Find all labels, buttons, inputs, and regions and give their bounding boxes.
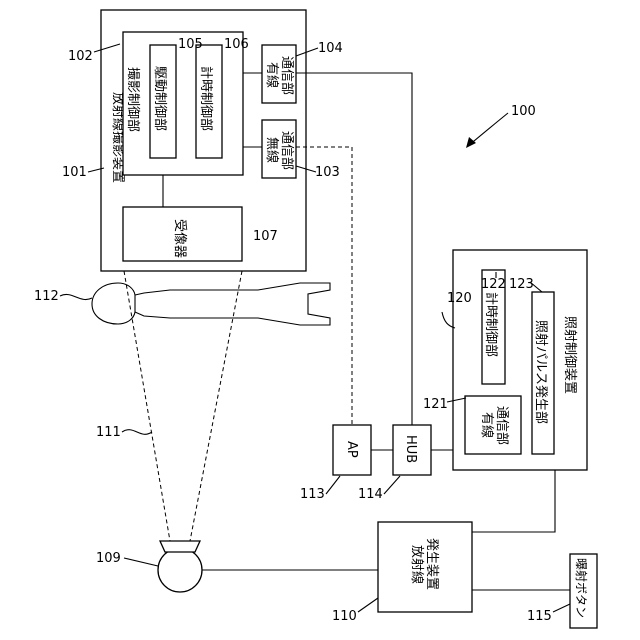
controller-wired-label-1: 有線 (479, 412, 495, 438)
exposure-button-label: 曝射ボタン (574, 558, 589, 618)
irradiation-controller-label: 照射制御装置 (562, 316, 578, 394)
wired-link-apparatus-hub (296, 73, 412, 425)
ref-103: 103 (315, 165, 340, 180)
xray-tube (158, 541, 202, 592)
timer-control-label: 計時制御部 (198, 66, 214, 131)
ref-122: 122 (481, 277, 506, 292)
ref-105: 105 (178, 37, 203, 52)
wired-comm-label-1: 有線 (264, 62, 280, 88)
system-ref-arrowhead (466, 137, 476, 148)
ref-115: 115 (527, 609, 552, 624)
ref-121: 121 (423, 397, 448, 412)
wireless-comm-label-1: 無線 (264, 137, 280, 163)
ref-107: 107 (253, 229, 278, 244)
beam-edge-right (190, 271, 242, 541)
ref-113: 113 (300, 487, 325, 502)
ref-102: 102 (68, 49, 93, 64)
drive-control-label: 駆動制御部 (152, 66, 167, 131)
ref-112: 112 (34, 289, 59, 304)
ref-110: 110 (332, 609, 357, 624)
link-controller-generator (472, 470, 555, 532)
ref-111: 111 (96, 425, 121, 440)
imaging-control-unit (123, 32, 243, 175)
ap-label: AP (344, 441, 359, 458)
ref-106: 106 (224, 37, 249, 52)
system-ref-arrow (468, 113, 508, 146)
controller-wired-label-2: 通信部 (494, 406, 509, 445)
generator-label-1: 放射線 (409, 545, 425, 584)
imaging-control-label: 撮影制御部 (125, 67, 141, 132)
hub-label: HUB (403, 435, 418, 463)
subject-body (92, 283, 330, 325)
receiver-label: 受像器 (172, 219, 187, 258)
pulse-generator-label: 照射パルス発生部 (533, 320, 549, 424)
beam-edge-left (124, 271, 170, 541)
ref-120: 120 (447, 291, 472, 306)
ref-100: 100 (511, 104, 536, 119)
generator-label-2: 発生装置 (424, 538, 439, 590)
ref-104: 104 (318, 41, 343, 56)
ref-101: 101 (62, 165, 87, 180)
wireless-comm-label-2: 通信部 (279, 131, 294, 170)
ref-109: 109 (96, 551, 121, 566)
wired-comm-label-2: 通信部 (279, 56, 294, 95)
ref-114: 114 (358, 487, 383, 502)
controller-timer-label: 計時制御部 (483, 292, 499, 357)
ref-123: 123 (509, 277, 534, 292)
